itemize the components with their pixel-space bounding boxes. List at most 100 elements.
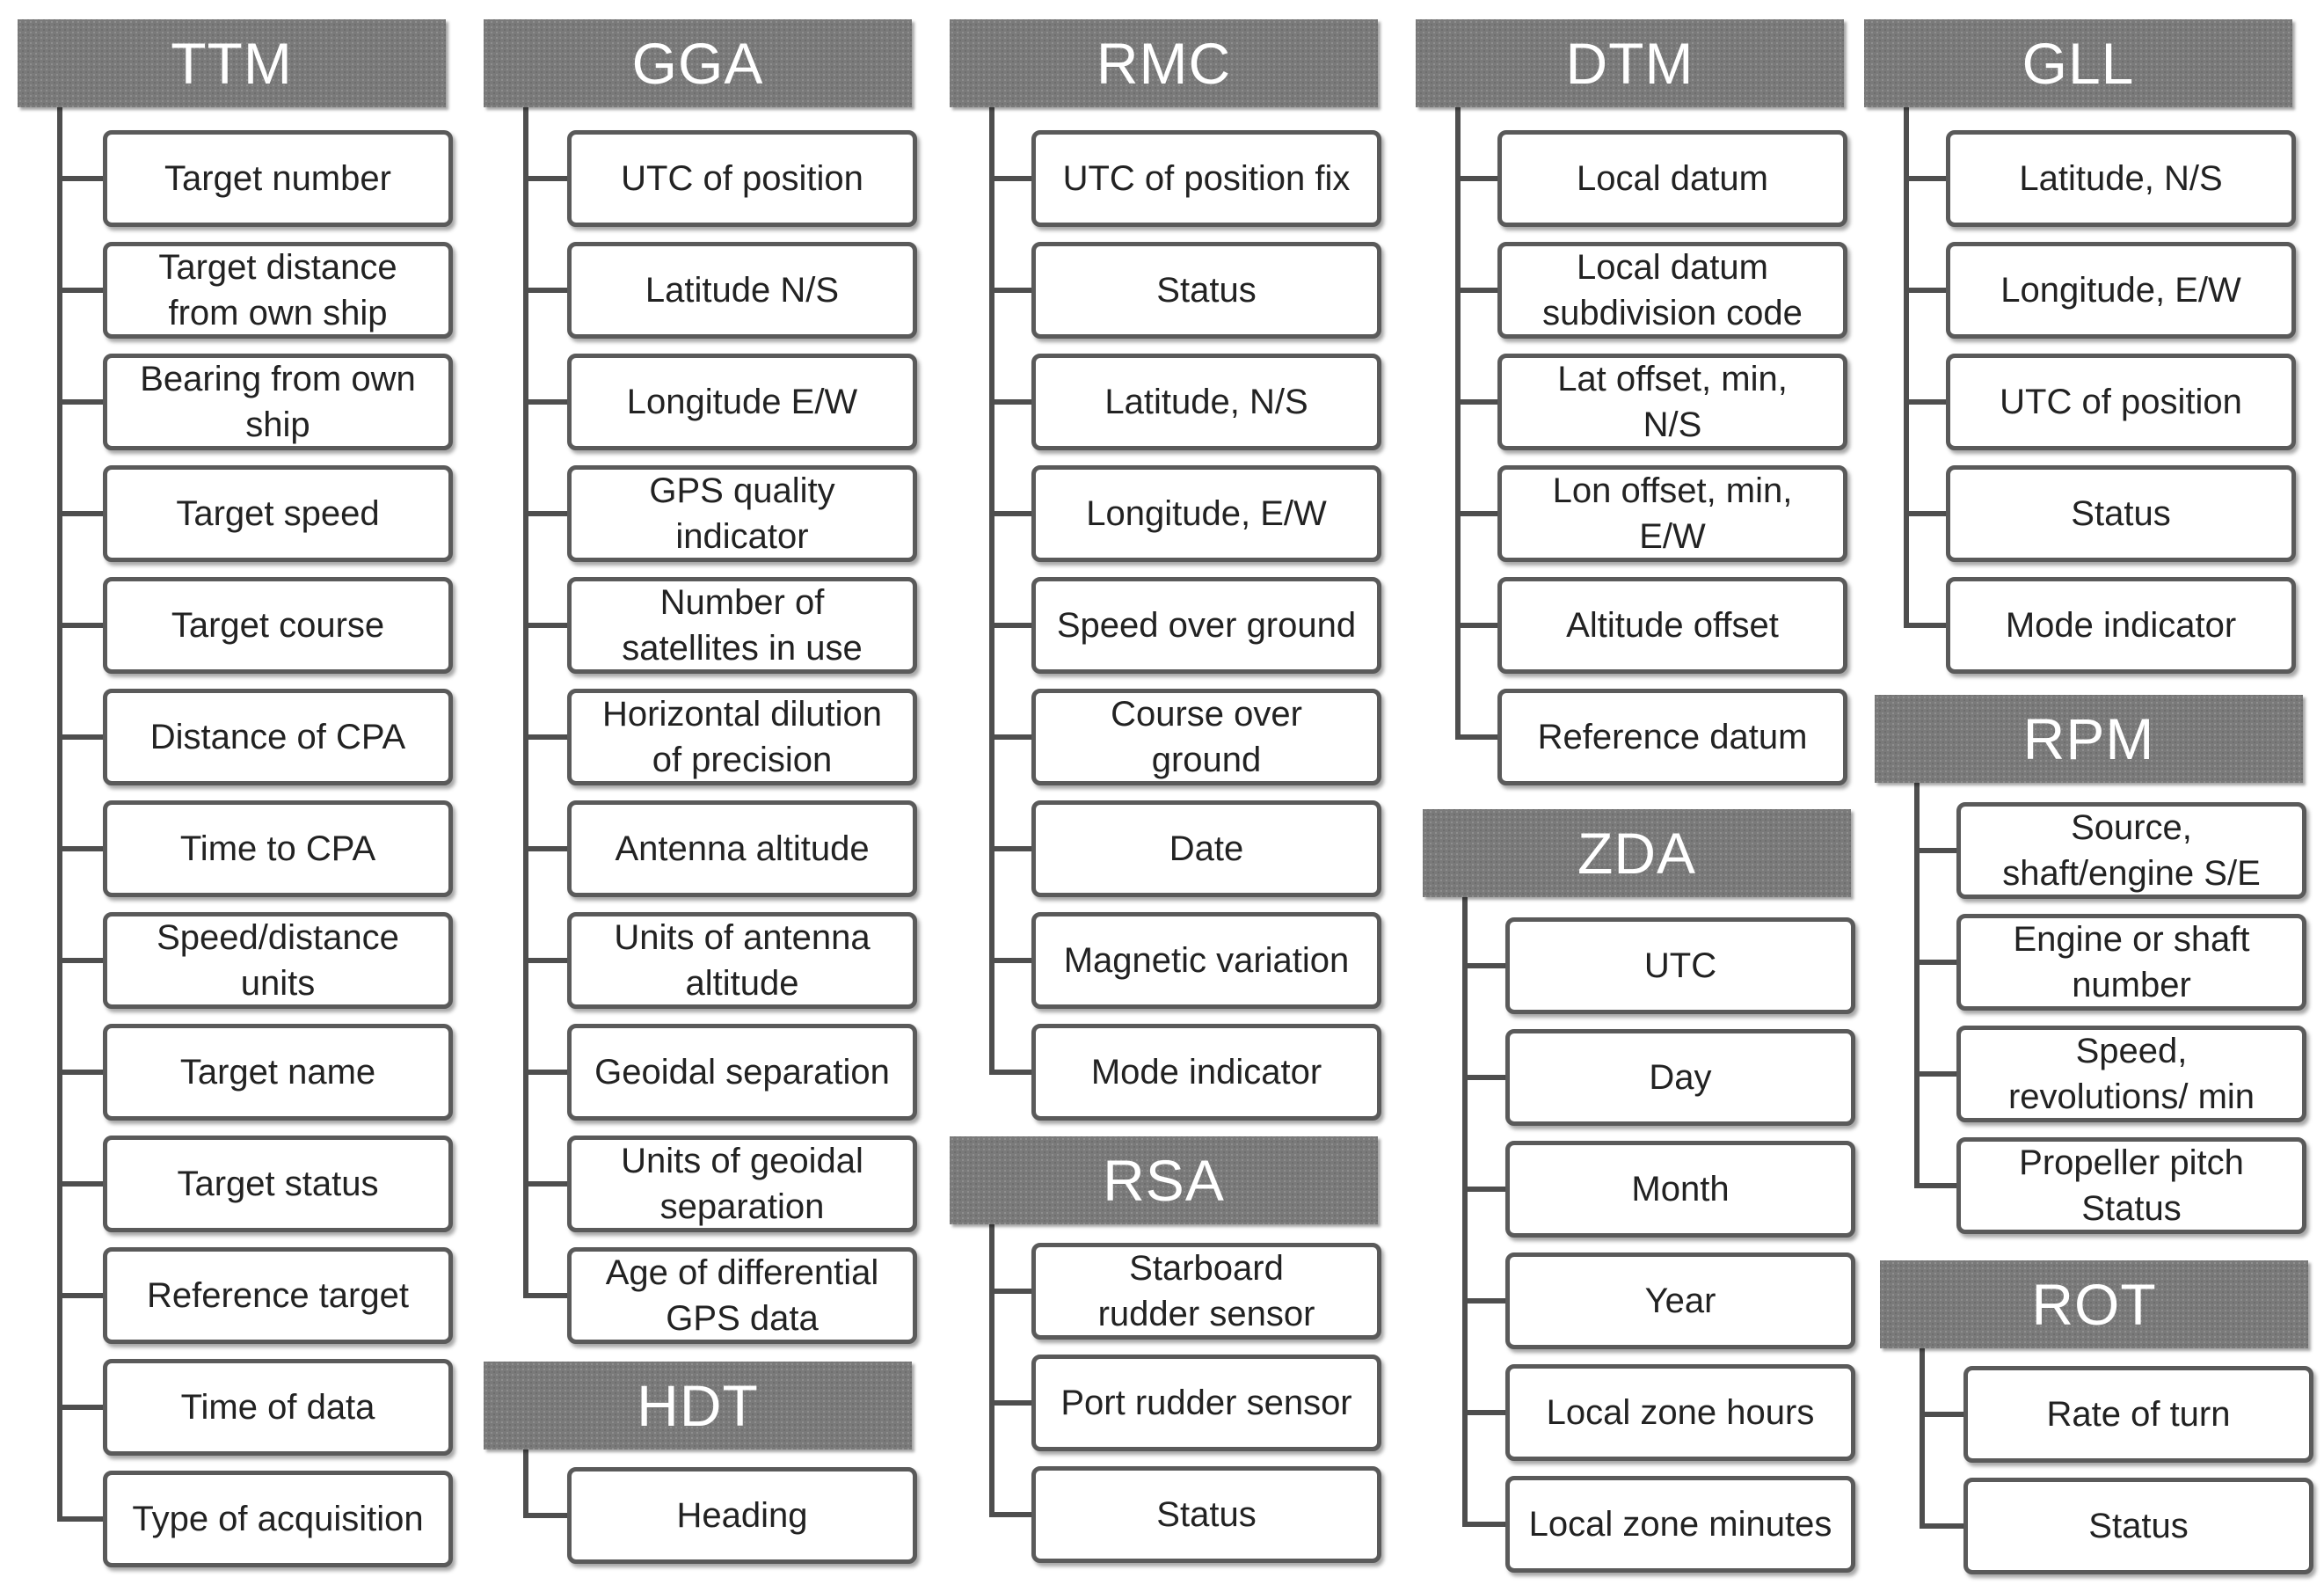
rot-header: ROT (1880, 1260, 2308, 1348)
gga-field-box: Latitude N/S (567, 242, 917, 339)
gga-field-box: GPS quality indicator (567, 465, 917, 562)
rot-branch-line (1920, 1523, 1963, 1529)
rot-trunk-line (1920, 1348, 1925, 1529)
ttm-field-box: Target status (103, 1136, 453, 1232)
zda-branch-line (1462, 1075, 1505, 1080)
gga-branch-line (523, 1181, 567, 1187)
rmc-field-box: Magnetic variation (1031, 912, 1381, 1009)
ttm-branch-line (57, 176, 103, 181)
zda-header: ZDA (1423, 809, 1851, 897)
gll-field-box: Status (1946, 465, 2296, 562)
gga-branch-line (523, 623, 567, 628)
zda-field-box: Month (1505, 1141, 1855, 1238)
dtm-header: DTM (1416, 19, 1844, 107)
rpm-branch-line (1914, 960, 1956, 965)
gga-field-box: Number of satellites in use (567, 577, 917, 674)
rmc-branch-line (989, 399, 1031, 405)
ttm-branch-line (57, 511, 103, 516)
dtm-branch-line (1455, 399, 1497, 405)
gga-branch-line (523, 958, 567, 963)
rmc-field-box: Latitude, N/S (1031, 354, 1381, 450)
ttm-field-box: Target course (103, 577, 453, 674)
gll-header: GLL (1864, 19, 2292, 107)
rmc-branch-line (989, 288, 1031, 293)
rsa-branch-line (989, 1289, 1031, 1294)
gga-branch-line (523, 1070, 567, 1075)
ttm-field-box: Target name (103, 1024, 453, 1121)
gll-field-box: UTC of position (1946, 354, 2296, 450)
rot-branch-line (1920, 1412, 1963, 1417)
gga-field-box: Units of geoidal separation (567, 1136, 917, 1232)
rsa-field-box: Port rudder sensor (1031, 1355, 1381, 1451)
rsa-trunk-line (989, 1224, 994, 1517)
rmc-field-box: Course over ground (1031, 689, 1381, 785)
ttm-header: TTM (18, 19, 446, 107)
rot-field-box: Rate of turn (1963, 1366, 2313, 1463)
zda-branch-line (1462, 1187, 1505, 1192)
ttm-branch-line (57, 1070, 103, 1075)
hdt-branch-line (523, 1513, 567, 1518)
hdt-header: HDT (484, 1362, 912, 1450)
zda-field-box: Local zone minutes (1505, 1476, 1855, 1573)
ttm-field-box: Type of acquisition (103, 1471, 453, 1567)
rmc-branch-line (989, 846, 1031, 851)
gga-field-box: Age of differential GPS data (567, 1247, 917, 1344)
rmc-field-box: Mode indicator (1031, 1024, 1381, 1121)
dtm-field-box: Lon offset, min, E/W (1497, 465, 1847, 562)
zda-trunk-line (1462, 897, 1468, 1527)
gga-field-box: Antenna altitude (567, 800, 917, 897)
ttm-branch-line (57, 288, 103, 293)
gga-field-box: Horizontal dilution of precision (567, 689, 917, 785)
ttm-field-box: Time of data (103, 1359, 453, 1456)
zda-branch-line (1462, 1298, 1505, 1304)
rmc-branch-line (989, 176, 1031, 181)
ttm-branch-line (57, 1516, 103, 1522)
dtm-field-box: Local datum (1497, 130, 1847, 227)
rmc-field-box: Date (1031, 800, 1381, 897)
gll-field-box: Latitude, N/S (1946, 130, 2296, 227)
zda-branch-line (1462, 1410, 1505, 1415)
gga-trunk-line (523, 107, 528, 1298)
rmc-branch-line (989, 734, 1031, 740)
ttm-field-box: Distance of CPA (103, 689, 453, 785)
rmc-field-box: Status (1031, 242, 1381, 339)
dtm-field-box: Lat offset, min, N/S (1497, 354, 1847, 450)
zda-field-box: Local zone hours (1505, 1364, 1855, 1461)
ttm-field-box: Time to CPA (103, 800, 453, 897)
dtm-branch-line (1455, 288, 1497, 293)
rsa-field-box: Starboard rudder sensor (1031, 1243, 1381, 1340)
ttm-branch-line (57, 1293, 103, 1298)
rmc-branch-line (989, 511, 1031, 516)
rpm-field-box: Source, shaft/engine S/E (1956, 802, 2306, 899)
gga-branch-line (523, 1293, 567, 1298)
rmc-trunk-line (989, 107, 994, 1075)
rpm-branch-line (1914, 1183, 1956, 1188)
rpm-field-box: Speed, revolutions/ min (1956, 1026, 2306, 1122)
gga-branch-line (523, 288, 567, 293)
gll-field-box: Mode indicator (1946, 577, 2296, 674)
rmc-branch-line (989, 623, 1031, 628)
ttm-trunk-line (57, 107, 62, 1522)
gga-branch-line (523, 734, 567, 740)
zda-field-box: Day (1505, 1029, 1855, 1126)
ttm-field-box: Target distance from own ship (103, 242, 453, 339)
rmc-branch-line (989, 1070, 1031, 1075)
ttm-branch-line (57, 734, 103, 740)
gga-field-box: Longitude E/W (567, 354, 917, 450)
ttm-branch-line (57, 958, 103, 963)
gga-field-box: UTC of position (567, 130, 917, 227)
ttm-branch-line (57, 1405, 103, 1410)
gll-branch-line (1904, 511, 1946, 516)
gll-branch-line (1904, 399, 1946, 405)
rsa-field-box: Status (1031, 1466, 1381, 1563)
gga-branch-line (523, 399, 567, 405)
dtm-field-box: Reference datum (1497, 689, 1847, 785)
rpm-field-box: Engine or shaft number (1956, 914, 2306, 1011)
rmc-header: RMC (950, 19, 1378, 107)
rmc-field-box: UTC of position fix (1031, 130, 1381, 227)
zda-field-box: Year (1505, 1252, 1855, 1349)
gga-field-box: Geoidal separation (567, 1024, 917, 1121)
ttm-field-box: Target speed (103, 465, 453, 562)
gll-trunk-line (1904, 107, 1909, 628)
